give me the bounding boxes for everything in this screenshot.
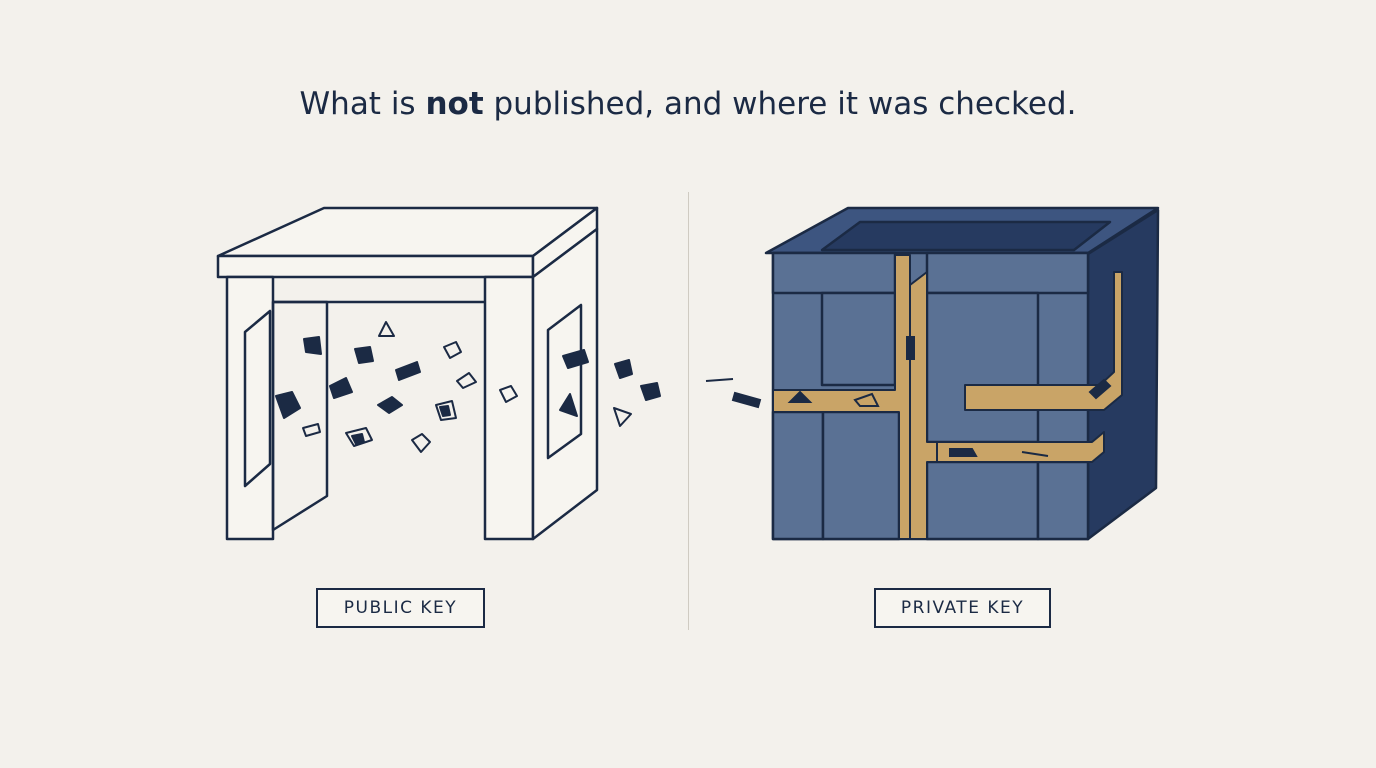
- private-key-label: PRIVATE KEY: [874, 588, 1051, 628]
- center-divider: [688, 192, 689, 630]
- title-emphasis: not: [425, 86, 484, 122]
- page-title: What is not published, and where it was …: [0, 86, 1376, 122]
- title-pre: What is: [299, 86, 426, 122]
- title-post: published, and where it was checked.: [483, 86, 1077, 122]
- public-key-label: PUBLIC KEY: [316, 588, 485, 628]
